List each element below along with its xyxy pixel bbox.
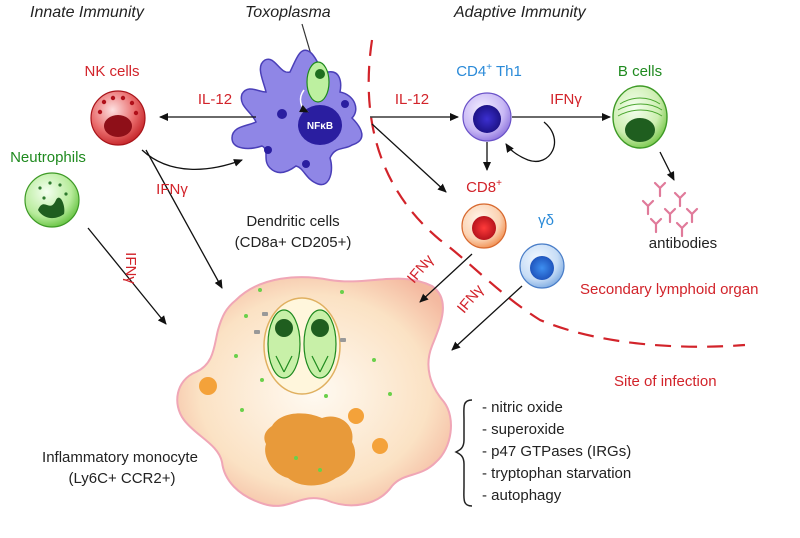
cd4-th1-cell — [462, 92, 512, 142]
cd8-cell — [461, 203, 507, 249]
b-cells-label: B cells — [618, 63, 662, 80]
mechanism-item: - tryptophan starvation — [482, 465, 631, 482]
site-of-infection-label: Site of infection — [614, 373, 717, 390]
neutrophils-label: Neutrophils — [10, 149, 86, 166]
mechanism-item: - p47 GTPases (IRGs) — [482, 443, 631, 460]
il12-label-right: IL-12 — [395, 91, 429, 108]
secondary-lymphoid-organ-label: Secondary lymphoid organ — [580, 281, 758, 298]
nfkb-label: NFκB — [307, 121, 333, 132]
arrow-gd-to-monocyte — [451, 285, 523, 351]
mechanisms-brace — [454, 399, 473, 507]
antibodies-group — [641, 181, 699, 238]
ifng-label-gd: IFNγ — [454, 281, 488, 317]
mechanism-item: - nitric oxide — [482, 399, 563, 416]
nk-cell — [90, 90, 146, 146]
arrow-nk-to-dc — [141, 149, 243, 170]
inflammatory-monocyte-markers: (Ly6C+ CCR2+) — [69, 470, 176, 487]
cd4-th1-label: CD4+ Th1 — [456, 62, 522, 80]
heading-toxoplasma: Toxoplasma — [245, 4, 331, 21]
arrow-cd8-to-monocyte — [419, 253, 473, 303]
antibodies-label: antibodies — [649, 235, 717, 252]
arrow-dc-to-cd8 — [371, 123, 447, 193]
inflammatory-monocyte-label: Inflammatory monocyte — [42, 449, 198, 466]
heading-adaptive-immunity: Adaptive Immunity — [453, 4, 587, 21]
arrow-neutrophil-to-monocyte — [87, 227, 167, 325]
mechanism-item: - autophagy — [482, 487, 562, 504]
arrow-nk-to-monocyte — [145, 149, 223, 289]
dendritic-cells-label: Dendritic cells — [246, 213, 339, 230]
inflammatory-monocyte-cell — [176, 276, 452, 507]
heading-innate-immunity: Innate Immunity — [30, 4, 145, 21]
b-cell — [612, 85, 668, 149]
mechanism-item: - superoxide — [482, 421, 565, 438]
gamma-delta-cell — [519, 243, 565, 289]
mechanisms-list: - nitric oxide - superoxide - p47 GTPase… — [482, 399, 631, 504]
cd8-label: CD8+ — [466, 178, 502, 196]
signaling-arrows — [87, 113, 675, 351]
arrow-cd4-self-loop — [505, 121, 556, 163]
ifng-label-b: IFNγ — [550, 91, 582, 108]
nk-cells-label: NK cells — [84, 63, 139, 80]
neutrophil-cell — [24, 172, 80, 228]
il12-label-left: IL-12 — [198, 91, 232, 108]
ifng-label-neutrophil: IFNγ — [122, 252, 139, 284]
arrow-b-to-antibodies — [659, 151, 675, 181]
dendritic-cell: NFκB — [231, 49, 363, 186]
gamma-delta-label: γδ — [538, 212, 554, 229]
ifng-label-nk: IFNγ — [156, 181, 188, 198]
dendritic-cells-markers: (CD8a+ CD205+) — [235, 234, 352, 251]
